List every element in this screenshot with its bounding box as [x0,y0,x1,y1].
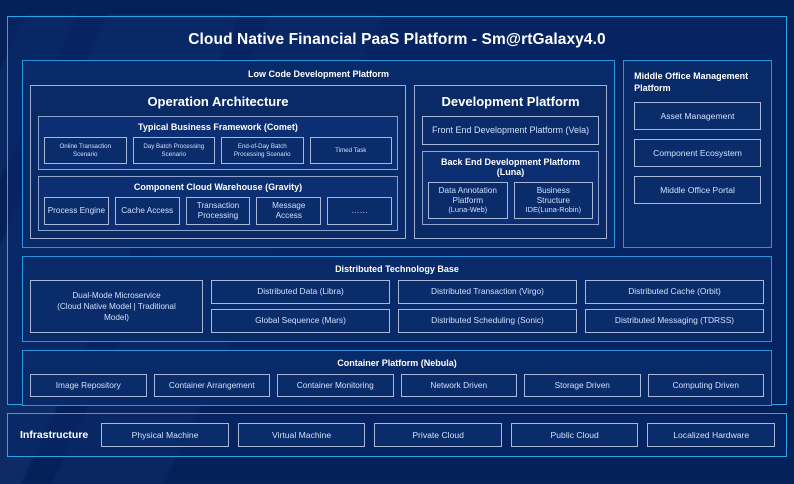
chip-distributed-cache[interactable]: Distributed Cache (Orbit) [585,280,764,304]
container-platform-panel: Container Platform (Nebula) Image Reposi… [22,350,772,406]
chip-network-driven[interactable]: Network Driven [400,374,517,397]
chip-online-transaction-scenario[interactable]: Online Transaction Scenario [44,137,127,164]
development-platform-title: Development Platform [441,94,580,109]
platform-diagram-frame: Cloud Native Financial PaaS Platform - S… [7,16,787,406]
chip-global-sequence[interactable]: Global Sequence (Mars) [211,309,390,333]
chip-business-structure-line3: IDE(Luna-Robin) [525,204,582,214]
infrastructure-items: Physical Machine Virtual Machine Private… [101,423,775,447]
infrastructure-panel: Infrastructure Physical Machine Virtual … [7,413,787,457]
low-code-development-platform-panel: Low Code Development Platform Operation … [22,60,616,248]
distributed-technology-base-grid: Distributed Data (Libra) Distributed Tra… [211,280,764,333]
chip-virtual-machine[interactable]: Virtual Machine [237,423,366,447]
container-platform-row: Image Repository Container Arrangement C… [30,374,764,397]
chip-distributed-transaction[interactable]: Distributed Transaction (Virgo) [398,280,577,304]
middle-office-panel-title: Middle Office Management Platform [634,71,749,94]
chip-message-access[interactable]: Message Access [256,197,322,225]
chip-physical-machine[interactable]: Physical Machine [101,423,229,447]
back-end-development-platform-group: Back End Development Platform (Luna) Dat… [422,151,600,225]
dual-mode-line3: Model) [103,313,130,323]
chip-localized-hardware[interactable]: Localized Hardware [647,423,775,447]
chip-data-annotation-line3: (Luna-Web) [448,204,488,214]
chip-data-annotation-line1: Data Annotation [438,186,497,196]
infrastructure-label: Infrastructure [20,429,89,441]
component-cloud-warehouse-title: Component Cloud Warehouse (Gravity) [133,182,303,192]
chip-business-structure-line1: Business [536,186,570,196]
chip-data-annotation-line2: Platform [452,196,484,206]
dual-mode-line2: (Cloud Native Model | Traditional [57,301,176,311]
typical-business-framework-title: Typical Business Framework (Comet) [138,122,298,132]
chip-image-repository[interactable]: Image Repository [30,374,147,397]
operation-architecture-panel: Operation Architecture Typical Business … [30,85,406,239]
chip-transaction-processing[interactable]: Transaction Processing [185,197,251,225]
low-code-panel-title: Low Code Development Platform [248,69,390,79]
chip-public-cloud[interactable]: Public Cloud [510,423,639,447]
distributed-technology-base-title: Distributed Technology Base [335,264,459,274]
chip-distributed-scheduling[interactable]: Distributed Scheduling (Sonic) [398,309,577,333]
component-cloud-warehouse-group: Component Cloud Warehouse (Gravity) Proc… [38,176,398,231]
chip-distributed-messaging[interactable]: Distributed Messaging (TDRSS) [585,309,764,333]
chip-container-monitoring[interactable]: Container Monitoring [277,374,394,397]
chip-component-ecosystem[interactable]: Component Ecosystem [634,139,761,168]
chip-front-end-development-platform[interactable]: Front End Development Platform (Vela) [422,116,600,145]
container-platform-title: Container Platform (Nebula) [337,358,457,368]
chip-more-ellipsis[interactable]: …… [327,197,392,225]
chip-business-structure-ide[interactable]: Business Structure IDE(Luna-Robin) [513,182,594,219]
dual-mode-line1: Dual-Mode Microservice [72,290,161,300]
chip-distributed-data[interactable]: Distributed Data (Libra) [211,280,390,304]
background-top-band [0,0,794,14]
chip-container-arrangement[interactable]: Container Arrangement [153,374,270,397]
chip-storage-driven[interactable]: Storage Driven [524,374,641,397]
chip-day-batch-processing-scenario[interactable]: Day Batch Processing Scenario [132,137,215,164]
typical-business-framework-group: Typical Business Framework (Comet) Onlin… [38,116,398,170]
page-title: Cloud Native Financial PaaS Platform - S… [188,31,606,48]
chip-private-cloud[interactable]: Private Cloud [374,423,502,447]
chip-asset-management[interactable]: Asset Management [634,102,761,131]
top-row: Low Code Development Platform Operation … [8,60,786,248]
distributed-technology-base-panel: Distributed Technology Base Dual-Mode Mi… [22,256,772,342]
chip-data-annotation-platform[interactable]: Data Annotation Platform (Luna-Web) [428,182,508,219]
chip-timed-task[interactable]: Timed Task [309,137,392,164]
chip-business-structure-line2: Structure [536,196,570,206]
chip-dual-mode-microservice[interactable]: Dual-Mode Microservice (Cloud Native Mod… [30,280,203,333]
development-platform-panel: Development Platform Front End Developme… [414,85,608,239]
chip-middle-office-portal[interactable]: Middle Office Portal [634,176,761,205]
back-end-development-platform-title: Back End Development Platform (Luna) [441,157,581,177]
middle-office-management-platform-panel: Middle Office Management Platform Asset … [623,60,772,248]
chip-process-engine[interactable]: Process Engine [44,197,109,225]
chip-cache-access[interactable]: Cache Access [114,197,180,225]
chip-computing-driven[interactable]: Computing Driven [647,374,764,397]
chip-end-of-day-batch-processing-scenario[interactable]: End-of-Day Batch Processing Scenario [221,137,304,164]
operation-architecture-title: Operation Architecture [147,94,289,109]
